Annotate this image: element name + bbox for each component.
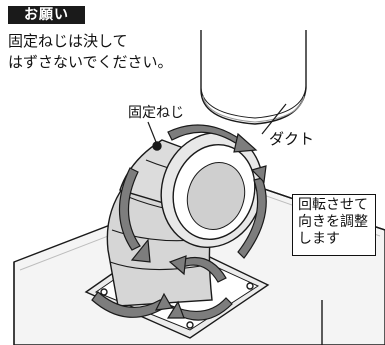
rotation-arrow-lower-right [168,255,227,283]
notice-badge: お願い [8,6,85,24]
notice-text: 固定ねじは決して はずさないでください。 [8,32,173,71]
upper-duct [200,30,307,135]
rotation-arrows [91,124,267,321]
duct-label: ダクト [269,130,315,148]
rotation-arrow-top [167,124,258,153]
rotate-adjust-callout: 回転させて 向きを調整 します [292,194,376,256]
rotation-arrow-left [118,167,151,263]
screw-label: 固定ねじ [128,105,184,121]
elbow-body [106,121,264,307]
rotation-arrow-right [237,165,267,259]
rotation-arrow-bottom-left [91,291,173,318]
rotation-arrow-bottom-right [166,297,233,321]
